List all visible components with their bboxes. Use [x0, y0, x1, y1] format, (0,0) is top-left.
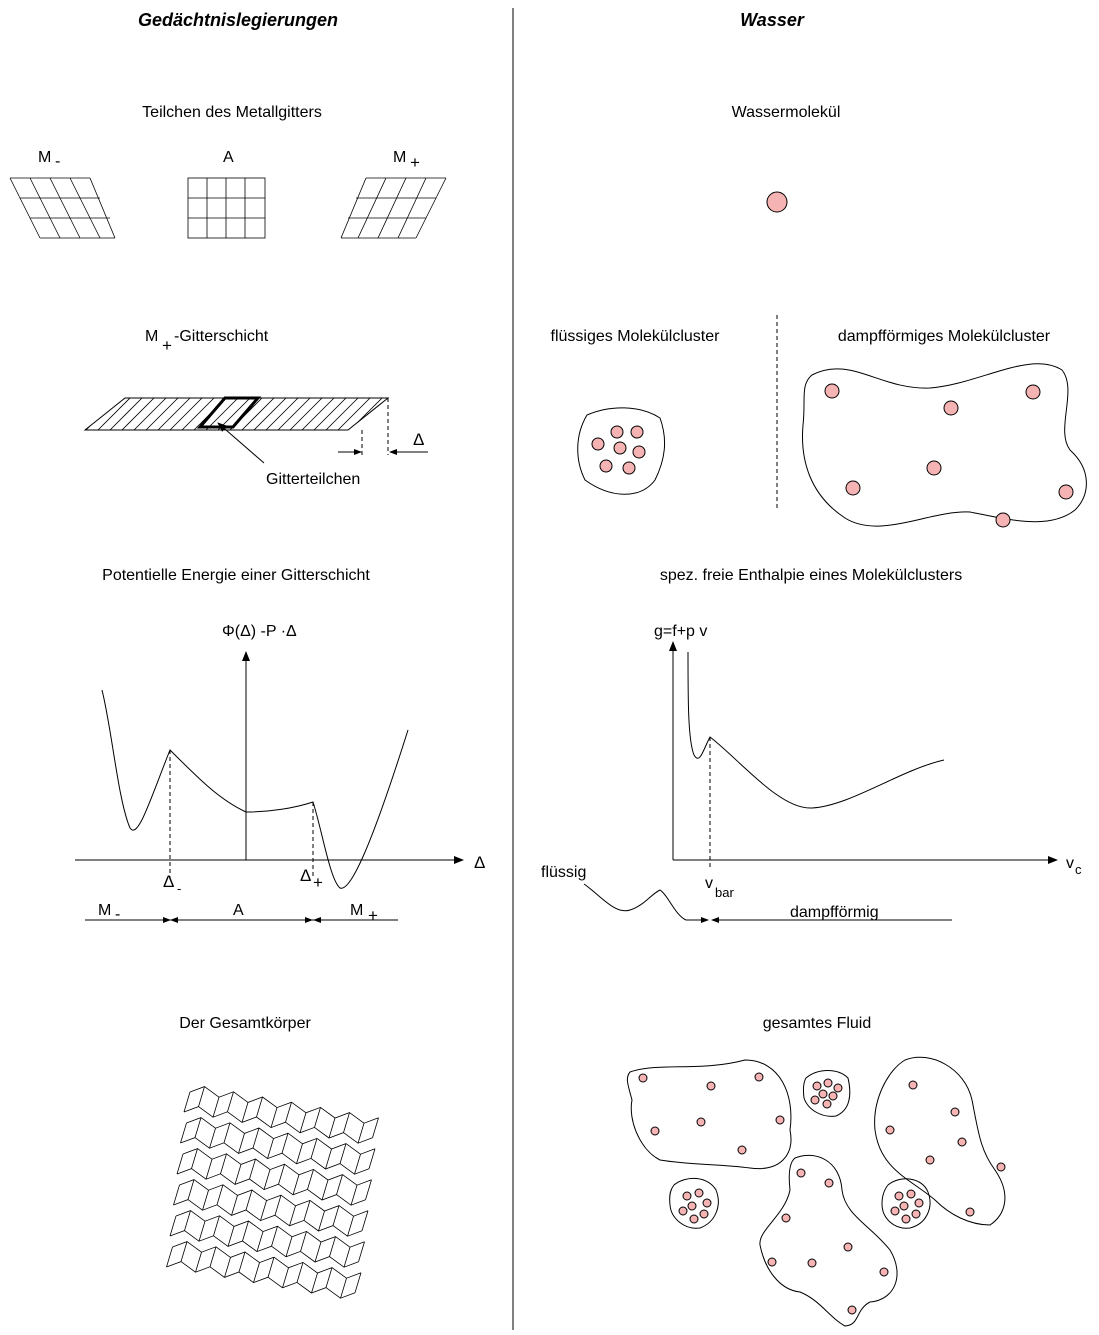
molecule-caption: Wassermolekül	[732, 104, 841, 121]
svg-text:bar: bar	[715, 885, 734, 900]
region-a: A	[233, 902, 244, 919]
region-m-minus: M -	[98, 902, 120, 923]
vapor-cluster-caption: dampfförmiges Molekülcluster	[838, 328, 1051, 345]
svg-text:M: M	[145, 328, 158, 345]
svg-text:-: -	[55, 153, 60, 170]
svg-text:Δ: Δ	[300, 866, 311, 885]
fluid-caption: gesamtes Fluid	[763, 1015, 872, 1032]
gesamtkoerper-stack	[166, 1086, 379, 1299]
delta-minus-label: Δ -	[163, 872, 181, 896]
label-m-plus: M +	[393, 149, 420, 172]
label-a: A	[223, 149, 234, 166]
enthalpy-x-label: v c	[1066, 855, 1082, 877]
svg-text:M: M	[393, 149, 406, 166]
svg-text:M: M	[350, 902, 363, 919]
svg-text:+: +	[368, 906, 378, 925]
gitterteilchen-pointer	[217, 422, 265, 464]
lattice-a	[187, 177, 266, 239]
enthalpy-curve	[687, 651, 945, 809]
svg-text:-: -	[177, 881, 181, 896]
body-caption: Der Gesamtkörper	[179, 1015, 311, 1032]
energy-x-label: Δ	[474, 853, 485, 872]
delta-label: Δ	[413, 430, 424, 449]
svg-text:Δ: Δ	[163, 872, 174, 891]
svg-text:+: +	[410, 153, 420, 172]
svg-text:M: M	[38, 149, 51, 166]
fluid-clusters	[626, 1056, 1006, 1327]
liquid-cluster	[577, 407, 665, 495]
liquid-region-line	[583, 883, 687, 921]
svg-text:v: v	[1066, 855, 1074, 872]
svg-text:-Gitterschicht: -Gitterschicht	[174, 328, 269, 345]
region-vapor: dampfförmig	[790, 904, 879, 921]
label-m-minus: M -	[38, 149, 60, 170]
energy-curve	[101, 689, 409, 889]
energy-caption: Potentielle Energie einer Gitterschicht	[102, 567, 370, 584]
svg-text:c: c	[1075, 862, 1082, 877]
water-molecule	[766, 191, 788, 213]
svg-text:M: M	[98, 902, 111, 919]
svg-text:+: +	[162, 336, 172, 355]
energy-y-label: Φ(Δ) -P ·Δ	[222, 623, 297, 640]
svg-text:+: +	[313, 873, 323, 892]
lattice-caption: Teilchen des Metallgitters	[142, 104, 322, 121]
svg-text:v: v	[705, 875, 713, 892]
svg-text:-: -	[115, 906, 120, 923]
right-title: Wasser	[740, 10, 805, 30]
hatched-strip	[83, 396, 390, 431]
vapor-cluster	[802, 363, 1087, 528]
enthalpy-caption: spez. freie Enthalpie eines Molekülclust…	[660, 567, 962, 584]
liquid-cluster-caption: flüssiges Molekülcluster	[551, 328, 721, 345]
gitterteilchen-label: Gitterteilchen	[266, 471, 360, 488]
lattice-m-minus	[9, 177, 116, 239]
lattice-m-plus	[340, 177, 447, 239]
delta-plus-label: Δ +	[300, 866, 323, 892]
region-m-plus: M +	[350, 902, 378, 925]
region-liquid: flüssig	[541, 864, 586, 881]
layer-caption: M + -Gitterschicht	[145, 328, 269, 355]
enthalpy-y-label: g=f+p v	[654, 623, 707, 640]
v-bar-label: v bar	[705, 875, 734, 900]
left-title: Gedächtnislegierungen	[138, 10, 338, 30]
